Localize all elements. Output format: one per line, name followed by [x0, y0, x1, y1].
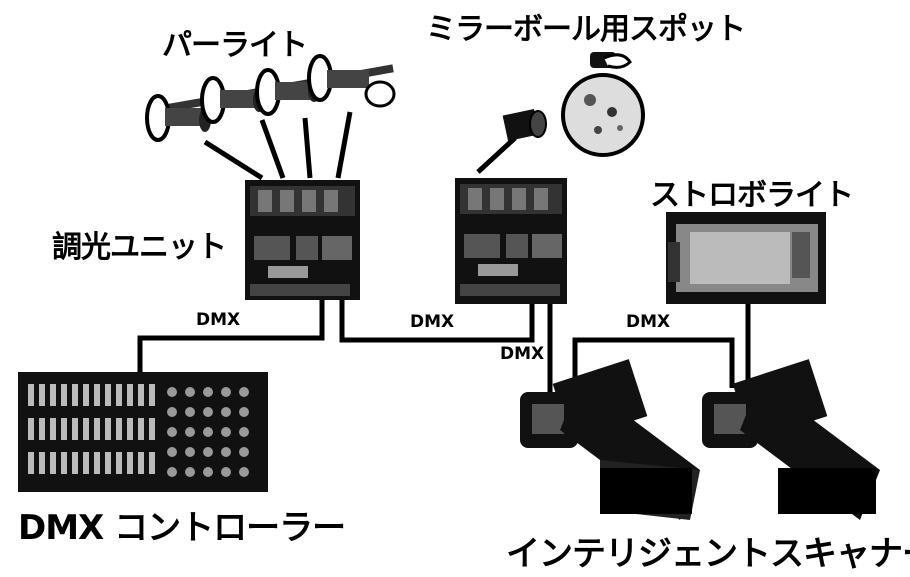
spot-light: [476, 108, 547, 174]
controller-fader: [149, 384, 155, 406]
controller-fader: [72, 418, 78, 440]
controller-fader: [94, 452, 100, 474]
controller-button: [185, 467, 195, 477]
controller-button: [221, 427, 231, 437]
controller-fader: [94, 418, 100, 440]
controller-button: [221, 447, 231, 457]
dmx-controller: [18, 372, 268, 492]
controller-button: [167, 447, 177, 457]
controller-buttons: [28, 384, 249, 477]
dmx-label-1: DMX: [196, 310, 241, 330]
controller-fader: [28, 418, 34, 440]
dmx-label-4: DMX: [626, 312, 671, 332]
controller-button: [239, 447, 249, 457]
controller-fader: [61, 418, 67, 440]
controller-fader: [105, 452, 111, 474]
par-light-group: [145, 54, 396, 181]
controller-fader: [138, 418, 144, 440]
cable-controller-to-dimmer1: [137, 300, 325, 380]
controller-fader: [149, 452, 155, 474]
cable-dimmer1-to-dimmer2: [339, 300, 535, 343]
controller-fader: [116, 452, 122, 474]
controller-fader: [50, 418, 56, 440]
controller-button: [239, 427, 249, 437]
controller-fader: [72, 384, 78, 406]
controller-fader: [94, 384, 100, 406]
par-wires: [203, 111, 353, 181]
dmx-label-3: DMX: [500, 344, 545, 364]
dimmer-unit-1: [245, 180, 360, 300]
controller-fader: [72, 452, 78, 474]
controller-button: [167, 387, 177, 397]
controller-button: [203, 407, 213, 417]
controller-fader: [116, 418, 122, 440]
controller-button: [185, 387, 195, 397]
label-par-light: パーライト: [162, 28, 308, 63]
controller-button: [203, 427, 213, 437]
controller-button: [203, 467, 213, 477]
label-dmx-controller: DMX コントローラー: [18, 508, 346, 548]
strobe-light: [666, 212, 826, 304]
controller-fader: [83, 418, 89, 440]
controller-fader: [127, 452, 133, 474]
controller-fader: [50, 452, 56, 474]
label-intelligent-scanner: インテリジェントスキャナー: [506, 534, 910, 574]
controller-button: [221, 387, 231, 397]
controller-button: [167, 427, 177, 437]
controller-button: [239, 407, 249, 417]
controller-button: [203, 387, 213, 397]
controller-button: [239, 467, 249, 477]
intelligent-scanner-1: [520, 359, 700, 520]
cable-scanner1-to-scanner2: [572, 337, 735, 388]
controller-fader: [83, 384, 89, 406]
controller-button: [167, 407, 177, 417]
controller-fader: [138, 384, 144, 406]
controller-fader: [138, 452, 144, 474]
par-can-2: [200, 76, 265, 124]
dmx-cables: [137, 300, 751, 392]
intelligent-scanner-2: [702, 359, 880, 520]
label-mirror-ball-spot: ミラーボール用スポット: [426, 12, 746, 47]
controller-button: [203, 447, 213, 457]
controller-fader: [28, 384, 34, 406]
controller-fader: [39, 452, 45, 474]
controller-fader: [149, 418, 155, 440]
dmx-label-2: DMX: [410, 312, 455, 332]
controller-fader: [61, 452, 67, 474]
controller-button: [185, 447, 195, 457]
controller-button: [185, 407, 195, 417]
label-dimmer-unit: 調光ユニット: [52, 230, 227, 265]
dimmer-unit-2: [455, 178, 567, 304]
controller-fader: [50, 384, 56, 406]
controller-fader: [127, 418, 133, 440]
controller-button: [167, 467, 177, 477]
label-strobe-light: ストロボライト: [650, 178, 854, 213]
controller-fader: [116, 384, 122, 406]
controller-button: [185, 427, 195, 437]
controller-fader: [28, 452, 34, 474]
controller-fader: [127, 384, 133, 406]
par-can-1: [145, 94, 211, 142]
controller-fader: [61, 384, 67, 406]
controller-fader: [39, 384, 45, 406]
controller-button: [221, 467, 231, 477]
controller-fader: [105, 384, 111, 406]
mirror-ball: [561, 52, 645, 157]
controller-button: [221, 407, 231, 417]
par-can-4: [307, 54, 396, 108]
controller-fader: [83, 452, 89, 474]
controller-fader: [105, 418, 111, 440]
controller-button: [239, 387, 249, 397]
controller-fader: [39, 418, 45, 440]
